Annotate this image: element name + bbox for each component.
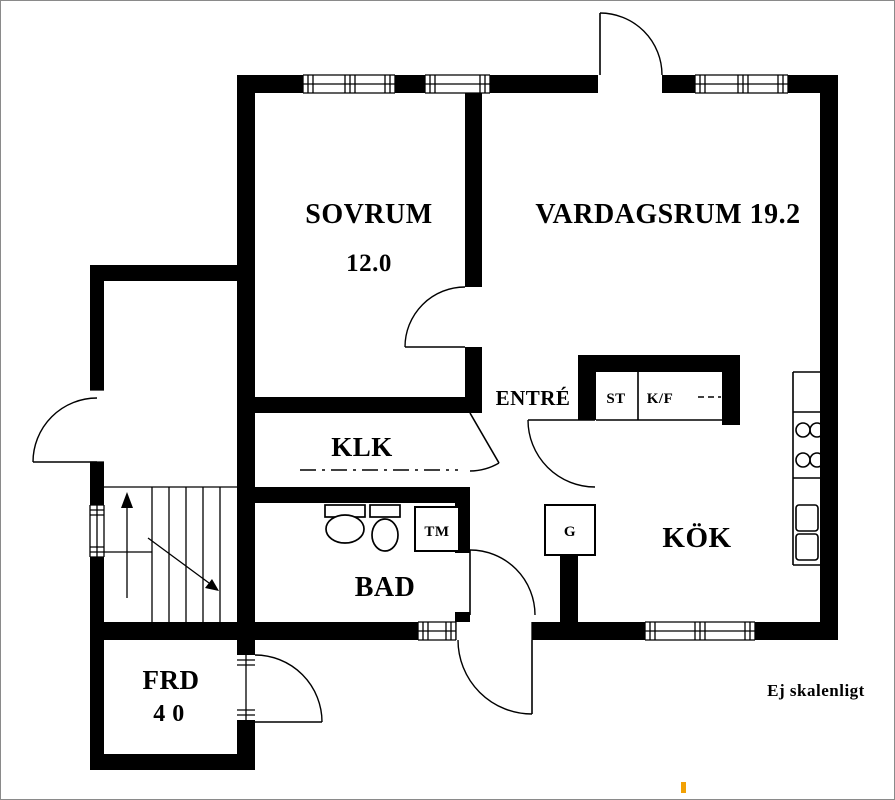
door-frd: [237, 654, 323, 723]
kitchen-counter: [792, 371, 820, 566]
fixture-label-g: G: [564, 524, 576, 540]
wall-top-left: [237, 75, 598, 93]
stairs-up-arrow: [121, 492, 133, 598]
door-sovrum: [404, 286, 466, 348]
kitchen-sink: [795, 504, 819, 561]
door-bad: [469, 549, 536, 616]
wall-wing-top: [90, 265, 255, 281]
stairs-down-arrow: [147, 537, 219, 591]
window-sovrum-left: [302, 74, 396, 94]
g-closet-box: [544, 504, 596, 556]
labels: SOVRUM 12.0 VARDAGSRUM 19.2 ENTRÉ ST K/F…: [143, 199, 865, 727]
wall-bad-right-stub: [455, 612, 470, 622]
windows: [89, 74, 789, 641]
room-label-sovrum: SOVRUM: [305, 199, 432, 230]
room-label-kok: KÖK: [662, 522, 731, 554]
room-label-entre: ENTRÉ: [496, 386, 571, 410]
room-label-frd: FRD: [143, 665, 200, 695]
toilet-bowl: [371, 518, 399, 552]
wall-sovrum-stub: [465, 347, 482, 413]
wall-left-main: [237, 93, 255, 770]
room-area-frd: 4 0: [153, 701, 185, 727]
staircase: [104, 486, 237, 622]
wall-sovrum-vardagsrum: [465, 93, 482, 287]
door-kok: [527, 419, 596, 488]
fixture-label-tm: TM: [424, 524, 449, 540]
fixture-label-st: ST: [606, 391, 625, 407]
wall-under-sovrum: [255, 397, 482, 413]
wall-entre-top: [578, 355, 740, 372]
window-bad: [417, 621, 457, 641]
not-to-scale-note: Ej skalenligt: [767, 681, 865, 700]
bath-fixtures: [324, 504, 460, 552]
door-klk: [469, 412, 500, 472]
stove-burners: [795, 422, 825, 468]
walls: [90, 75, 838, 770]
watermark-mark: [681, 782, 686, 793]
window-wing: [89, 504, 105, 558]
wall-right: [820, 75, 838, 640]
wall-entre-left-stub: [578, 372, 596, 420]
wall-under-klk: [255, 487, 470, 503]
closet-front-st-kf: [596, 372, 722, 421]
bath-sink: [325, 514, 365, 544]
fixture-label-kf: K/F: [647, 391, 674, 407]
kitchen-fixtures: [544, 371, 825, 566]
window-vardagsrum: [694, 74, 789, 94]
room-label-vardagsrum: VARDAGSRUM 19.2: [535, 199, 800, 230]
room-area-sovrum: 12.0: [346, 250, 392, 277]
window-sovrum-right: [424, 74, 491, 94]
wall-kf-right-stub: [722, 372, 740, 425]
wall-frd-top: [90, 622, 237, 640]
wall-hall-kitchen: [560, 553, 578, 622]
washing-machine-box: [414, 506, 460, 552]
wall-frd-bottom: [90, 754, 255, 770]
doors: [32, 12, 663, 723]
toilet-tank: [369, 504, 401, 518]
window-kok: [644, 621, 756, 641]
room-label-klk: KLK: [331, 432, 393, 462]
room-label-bad: BAD: [355, 572, 416, 603]
door-exterior-bottom: [455, 622, 533, 715]
door-entrance-top: [599, 12, 663, 76]
door-wing-left: [32, 389, 104, 463]
